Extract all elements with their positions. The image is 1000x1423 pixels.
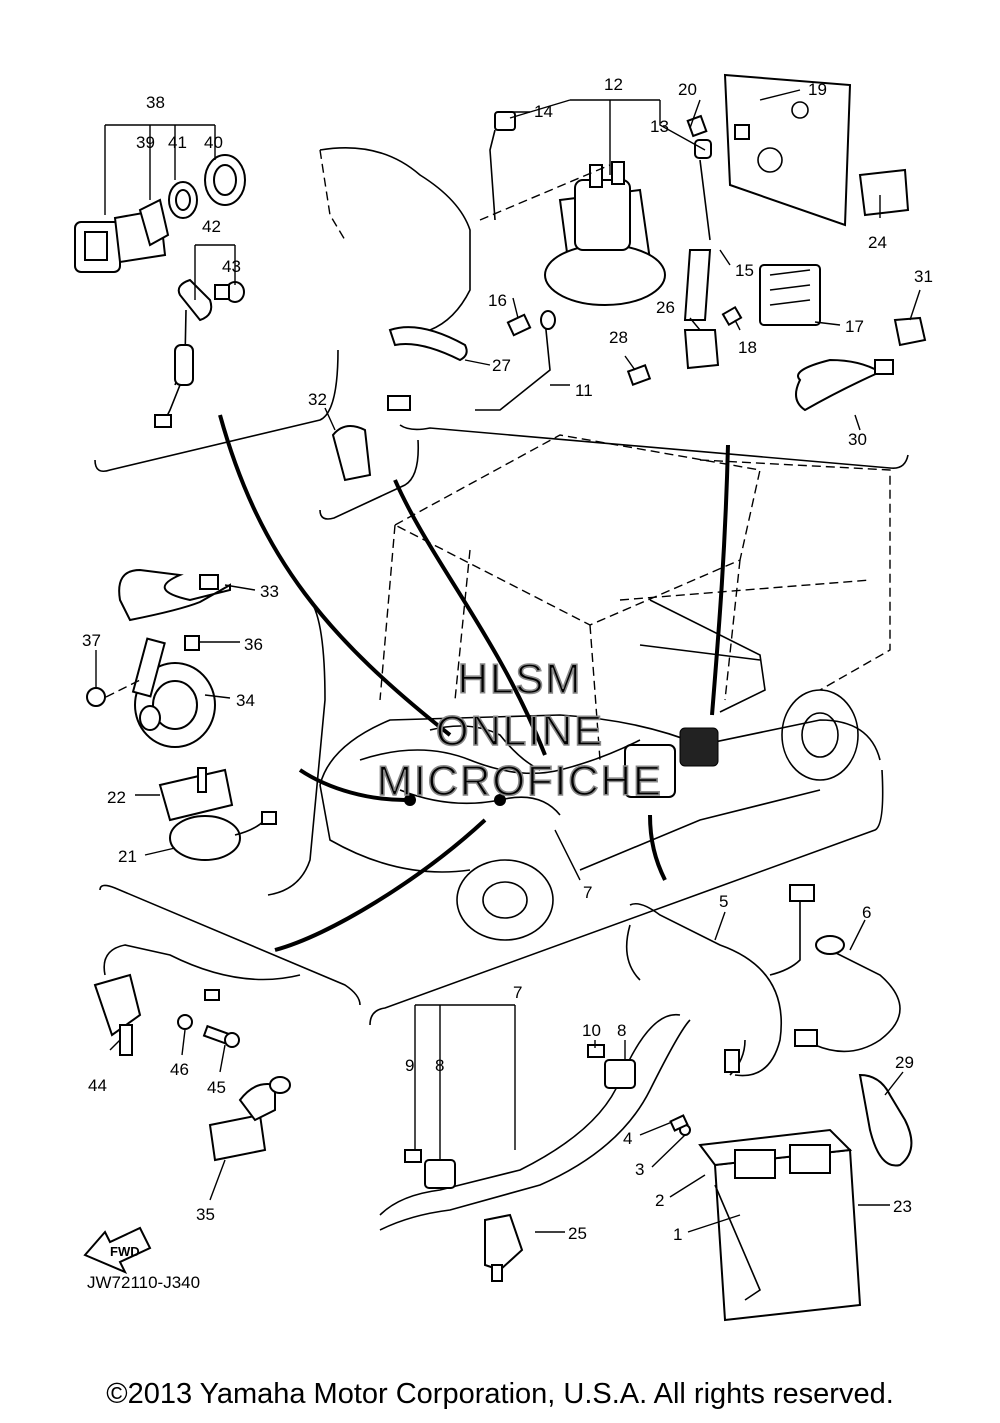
panel-curve-top-right xyxy=(399,424,909,470)
part-label-19: 19 xyxy=(808,80,827,99)
part-label-12: 12 xyxy=(604,75,623,94)
part-label-9: 9 xyxy=(405,1056,414,1075)
battery-assembly xyxy=(625,884,913,1322)
part-label-42: 42 xyxy=(202,217,221,236)
part-label-22: 22 xyxy=(107,788,126,807)
part-label-31: 31 xyxy=(914,267,933,286)
pointer-line-clip xyxy=(393,479,547,756)
panel-curve-top-left xyxy=(94,349,339,473)
panel-curve-bottom-right xyxy=(369,769,884,1026)
copyright-notice: ©2013 Yamaha Motor Corporation, U.S.A. A… xyxy=(106,1378,894,1410)
vehicle-outline xyxy=(319,434,891,941)
part-label-20: 20 xyxy=(678,80,697,99)
sensor-assembly: FWD xyxy=(83,944,301,1274)
pointer-line-sensor xyxy=(274,818,487,952)
fwd-arrow-label: FWD xyxy=(110,1244,140,1259)
part-label-5: 5 xyxy=(719,892,728,911)
part-label-24: 24 xyxy=(868,233,887,252)
leader-lines xyxy=(95,89,921,1233)
part-label-34: 34 xyxy=(236,691,255,710)
horn-assembly xyxy=(86,568,277,861)
part-label-15: 15 xyxy=(735,261,754,280)
part-label-30: 30 xyxy=(848,430,867,449)
part-label-36: 36 xyxy=(244,635,263,654)
diagram-code: JW72110-J340 xyxy=(87,1273,200,1292)
part-label-1: 1 xyxy=(673,1225,682,1244)
part-label-13: 13 xyxy=(650,117,669,136)
part-label-4: 4 xyxy=(623,1129,632,1148)
part-label-7-upper: 7 xyxy=(583,883,592,902)
part-label-2: 2 xyxy=(655,1191,664,1210)
part-label-14: 14 xyxy=(534,102,553,121)
part-label-43: 43 xyxy=(222,257,241,276)
part-label-38: 38 xyxy=(146,93,165,112)
part-label-32: 32 xyxy=(308,390,327,409)
part-label-40: 40 xyxy=(204,133,223,152)
pointer-line-solenoid xyxy=(710,444,730,716)
part-label-11: 11 xyxy=(575,381,593,400)
part-label-16: 16 xyxy=(488,291,507,310)
watermark: HLSM ONLINE MICROFICHE xyxy=(376,654,663,805)
watermark-line-1: HLSM xyxy=(458,655,583,702)
part-label-27: 27 xyxy=(492,356,511,375)
part-label-8-right: 8 xyxy=(617,1021,626,1040)
part-label-33: 33 xyxy=(260,582,279,601)
panel-curve-left-middle xyxy=(267,599,326,896)
watermark-line-3: MICROFICHE xyxy=(377,757,663,804)
part-label-23: 23 xyxy=(893,1197,912,1216)
harness-assembly xyxy=(379,1013,691,1282)
watermark-line-2: ONLINE xyxy=(436,707,604,754)
part-label-17: 17 xyxy=(845,317,864,336)
pointer-line-horn xyxy=(298,768,406,802)
part-label-44: 44 xyxy=(88,1076,107,1095)
pointer-line-key-switch xyxy=(218,414,452,737)
part-label-39: 39 xyxy=(136,133,155,152)
part-labels: 38 39 41 40 42 43 12 14 13 20 19 24 31 1… xyxy=(82,75,933,1244)
part-label-46: 46 xyxy=(170,1060,189,1079)
part-label-21: 21 xyxy=(118,847,137,866)
part-label-25: 25 xyxy=(568,1224,587,1243)
part-label-3: 3 xyxy=(635,1160,644,1179)
part-label-8-left: 8 xyxy=(435,1056,444,1075)
part-label-35: 35 xyxy=(196,1205,215,1224)
part-label-26: 26 xyxy=(656,298,675,317)
part-label-28: 28 xyxy=(609,328,628,347)
part-label-10: 10 xyxy=(582,1021,601,1040)
part-label-18: 18 xyxy=(738,338,757,357)
panel-curve-clip-32 xyxy=(319,439,420,520)
part-label-45: 45 xyxy=(207,1078,226,1097)
part-label-41: 41 xyxy=(168,133,187,152)
part-label-6: 6 xyxy=(862,903,871,922)
main-switch-assembly xyxy=(74,154,246,428)
panel-curve-left-bottom xyxy=(99,884,361,1006)
part-label-37: 37 xyxy=(82,631,101,650)
part-label-29: 29 xyxy=(895,1053,914,1072)
part-label-7-lower: 7 xyxy=(513,983,522,1002)
solenoid-assembly xyxy=(319,73,927,482)
pointer-line-battery xyxy=(648,814,667,881)
